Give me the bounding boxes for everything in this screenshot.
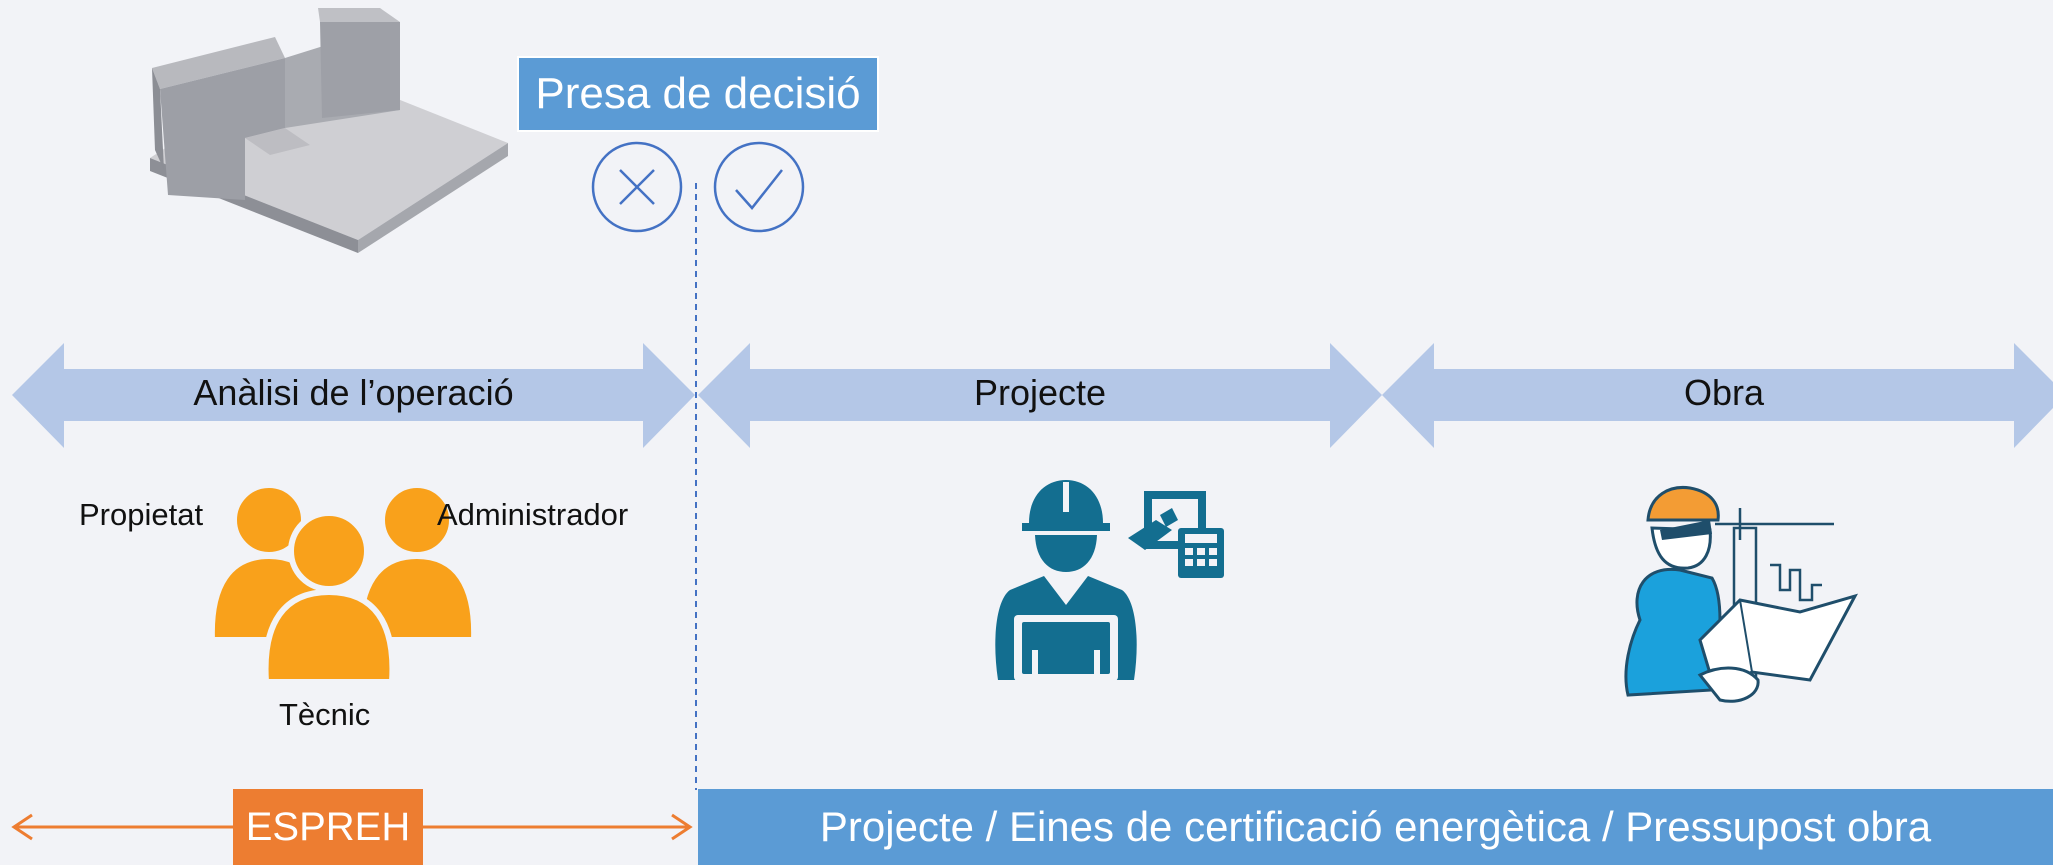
people-group-icon: [208, 482, 478, 685]
phase-arrow-works: [1382, 343, 2053, 448]
stakeholder-technician: Tècnic: [279, 697, 371, 732]
stakeholder-administrator: Administrador: [437, 497, 629, 532]
stakeholder-owner: Propietat: [79, 497, 204, 532]
decision-label: Presa de decisió: [517, 56, 879, 132]
check-circle-icon: [713, 141, 805, 233]
espreh-label: ESPREH: [233, 789, 423, 865]
site-inspector-icon: [1624, 485, 1859, 703]
phase-label-works: Obra: [1683, 372, 1765, 413]
phase-arrow-project: [698, 343, 1382, 448]
espreh-arrow: [11, 813, 693, 841]
close-circle-icon: [591, 141, 683, 233]
phase-arrow-analysis: [12, 343, 695, 448]
tools-bar: Projecte / Eines de certificació energèt…: [698, 789, 2053, 865]
engineer-designer-icon: [995, 480, 1224, 681]
phase-label-project: Projecte: [973, 372, 1107, 413]
phase-label-analysis: Anàlisi de l’operació: [193, 372, 514, 413]
building-model-icon: [150, 8, 508, 253]
